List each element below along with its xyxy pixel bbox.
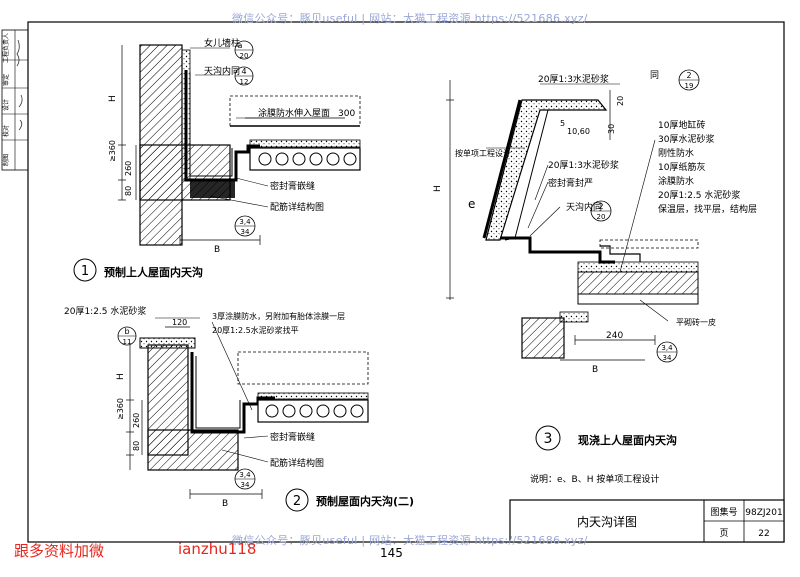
d2-sealant: 密封膏嵌缝	[270, 431, 315, 443]
d3-ref0-top: 2	[686, 71, 691, 80]
d3-dim-B: B	[592, 365, 598, 375]
stamp-row-2: 设计	[2, 99, 10, 111]
sheet-border	[27, 21, 785, 543]
d3-layer-4: 涂膜防水	[658, 175, 694, 187]
d3-dim-5: 5	[560, 119, 565, 128]
d3-same: 同	[650, 70, 659, 81]
d3-ref2-top: 3,4	[661, 344, 673, 352]
stamp-row-4: 制图	[2, 154, 10, 166]
d2-dim-H: H	[116, 373, 126, 380]
d3-title: 现浇上人屋面内天沟	[578, 433, 677, 447]
d3-layer-0: 10厚地缸砖	[658, 119, 705, 131]
d1-ref0-top: a	[238, 41, 243, 50]
d2-ref1-top: 3,4	[239, 471, 251, 479]
d1-dim-80: 80	[124, 186, 133, 196]
d2-dim-360: ≥360	[116, 398, 125, 420]
d2-dim-260: 260	[132, 413, 141, 428]
side-stamp: 工程负责人 审定 设计 校对 制图	[1, 29, 29, 171]
d3-dim-1060: 10,60	[567, 127, 590, 136]
d3-ref1-bottom: 20	[597, 213, 606, 221]
d3-note: 说明：e、B、H 按单项工程设计	[530, 473, 659, 485]
d3-dim-30: 30	[607, 124, 616, 134]
watermark-top: 微信公众号：豚贝useful | 网站：大猫工程资源 https://52168…	[232, 12, 588, 25]
d1-ref1-bottom: 12	[240, 78, 249, 86]
d1-dim-360: ≥360	[108, 140, 117, 162]
d2-ref0-bottom: 11	[123, 338, 132, 346]
d3-dim-H: H	[433, 185, 443, 192]
d1-sealant: 密封膏嵌缝	[270, 180, 315, 192]
detail-2: 20厚1:2.5 水泥砂浆 120 3厚涂膜防水，另附加有胎体涂膜一层 20厚1…	[64, 305, 414, 512]
d3-layer-5: 20厚1:2.5 水泥砂浆	[658, 189, 740, 201]
d1-dim-260: 260	[124, 161, 133, 176]
atlas-label: 图集号	[710, 506, 737, 518]
d3-mortar-top: 20厚1:3水泥砂浆	[538, 73, 609, 85]
d3-ref0-bottom: 19	[685, 82, 694, 90]
detail-1: 女儿墙柱 天沟内同 a 20 4 12 涂膜防水伸入屋面 300 密封膏嵌缝 配…	[73, 37, 361, 282]
d2-dim-B: B	[222, 499, 228, 509]
d3-gutter-inner: 天沟内同	[566, 201, 602, 213]
d3-layer-6: 保温层，找平层，结构层	[658, 203, 757, 215]
footer-page-number: 145	[380, 546, 403, 560]
d3-mortar-mid: 20厚1:3水泥砂浆	[548, 159, 619, 171]
d1-ref0-bottom: 20	[240, 52, 249, 60]
watermark-bottom: 微信公众号：豚贝useful | 网站：大猫工程资源 https://52168…	[232, 534, 588, 547]
footer-wechat-id: ianzhu118	[178, 540, 257, 558]
d3-dim-e: e	[468, 197, 475, 211]
d3-layer-1: 30厚水泥砂浆	[658, 133, 714, 145]
d2-ref0-top: b	[124, 327, 129, 336]
d3-dim-20: 20	[616, 96, 625, 106]
d1-gutter-same: 天沟内同	[204, 65, 240, 77]
d1-dim-B: B	[214, 245, 220, 255]
d2-mortar: 20厚1:2.5 水泥砂浆	[64, 305, 146, 317]
d2-mortar2: 20厚1:2.5水泥砂浆找平	[212, 325, 299, 335]
d2-dim-80: 80	[132, 441, 141, 451]
stamp-row-1: 审定	[2, 74, 10, 86]
d3-per-design: 按单项工程设计	[455, 148, 511, 158]
d3-dim-240: 240	[606, 331, 623, 341]
d3-layer-3: 10厚纸筋灰	[658, 161, 705, 173]
d3-flat-brick: 平砌砖一皮	[676, 317, 716, 327]
d1-dim-H: H	[108, 95, 118, 102]
d1-ref2-bottom: 34	[241, 228, 250, 236]
d3-ref2-bottom: 34	[663, 354, 672, 362]
d3-ref1-top: 2	[598, 202, 603, 211]
d3-seal-tight: 密封膏封严	[548, 177, 593, 189]
d3-layer-2: 刚性防水	[658, 147, 694, 159]
atlas-value: 98ZJ201	[745, 508, 782, 518]
d1-number: 1	[81, 264, 89, 279]
page-value: 22	[758, 529, 769, 539]
drawing-title: 内天沟详图	[577, 514, 637, 529]
d1-membrane: 涂膜防水伸入屋面	[258, 107, 330, 119]
stamp-row-0: 工程负责人	[2, 33, 10, 63]
d2-title: 预制屋面内天沟(二)	[316, 494, 414, 508]
d1-rebar: 配筋详结构图	[270, 201, 324, 213]
footer-ad-text: 跟多资料加微	[14, 542, 105, 560]
d2-ref1-bottom: 34	[241, 481, 250, 489]
d1-parapet: 女儿墙柱	[204, 37, 240, 49]
page-label: 页	[719, 528, 728, 539]
d2-dim-120: 120	[172, 318, 187, 327]
d2-number: 2	[293, 494, 301, 509]
d3-number: 3	[544, 431, 553, 447]
stamp-row-3: 校对	[2, 125, 10, 137]
d2-rebar: 配筋详结构图	[270, 457, 324, 469]
d1-ref1-top: 4	[241, 67, 246, 76]
title-block: 内天沟详图 图集号 98ZJ201 页 22	[509, 499, 785, 543]
d1-ref2-top: 3,4	[239, 218, 251, 226]
d2-membrane: 3厚涂膜防水，另附加有胎体涂膜一层	[212, 311, 345, 321]
detail-3: 20厚1:3水泥砂浆 同 2 19 20 30 5 10,60 按单项工程设计 …	[433, 69, 757, 485]
d1-title: 预制上人屋面内天沟	[104, 265, 203, 279]
d1-dim-300: 300	[338, 109, 355, 119]
